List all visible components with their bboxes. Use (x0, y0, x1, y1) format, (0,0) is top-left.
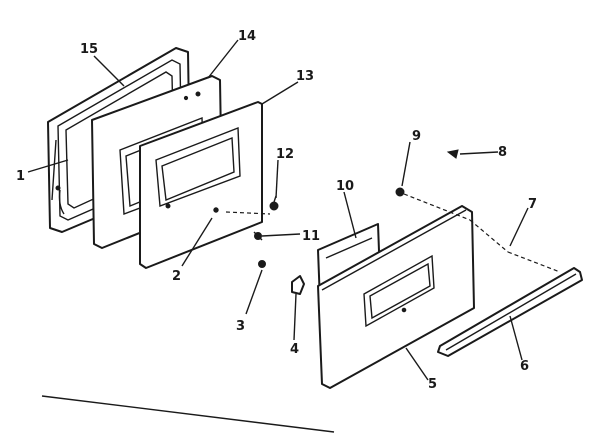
callout-9: 9 (412, 129, 421, 144)
callout-labels: 15 14 13 12 11 1 2 3 4 9 8 10 7 6 5 (16, 29, 537, 392)
screw-part-3 (258, 260, 266, 268)
screw-part-9 (395, 187, 405, 197)
callout-13: 13 (296, 69, 314, 84)
leader-lines (27, 39, 529, 381)
door-handle (437, 267, 583, 357)
callout-15: 15 (80, 42, 98, 57)
callout-3: 3 (236, 319, 245, 334)
screw-part-8 (446, 149, 459, 159)
callout-6: 6 (520, 359, 529, 374)
alignment-lines (225, 193, 561, 273)
callout-2: 2 (172, 269, 181, 284)
callout-7: 7 (528, 197, 537, 212)
screw-part-11 (253, 231, 263, 241)
callout-1: 1 (16, 169, 25, 184)
callout-14: 14 (238, 29, 256, 44)
clip-part-4 (291, 275, 305, 295)
scan-line (41, 395, 335, 433)
callout-12: 12 (276, 147, 294, 162)
callout-10: 10 (336, 179, 354, 194)
callout-5: 5 (428, 377, 437, 392)
callout-11: 11 (302, 229, 320, 244)
outer-door-panel (317, 205, 475, 389)
callout-4: 4 (290, 342, 299, 357)
window-frame-panel (139, 101, 263, 269)
callout-8: 8 (498, 145, 507, 160)
screw-part-12 (269, 195, 279, 211)
